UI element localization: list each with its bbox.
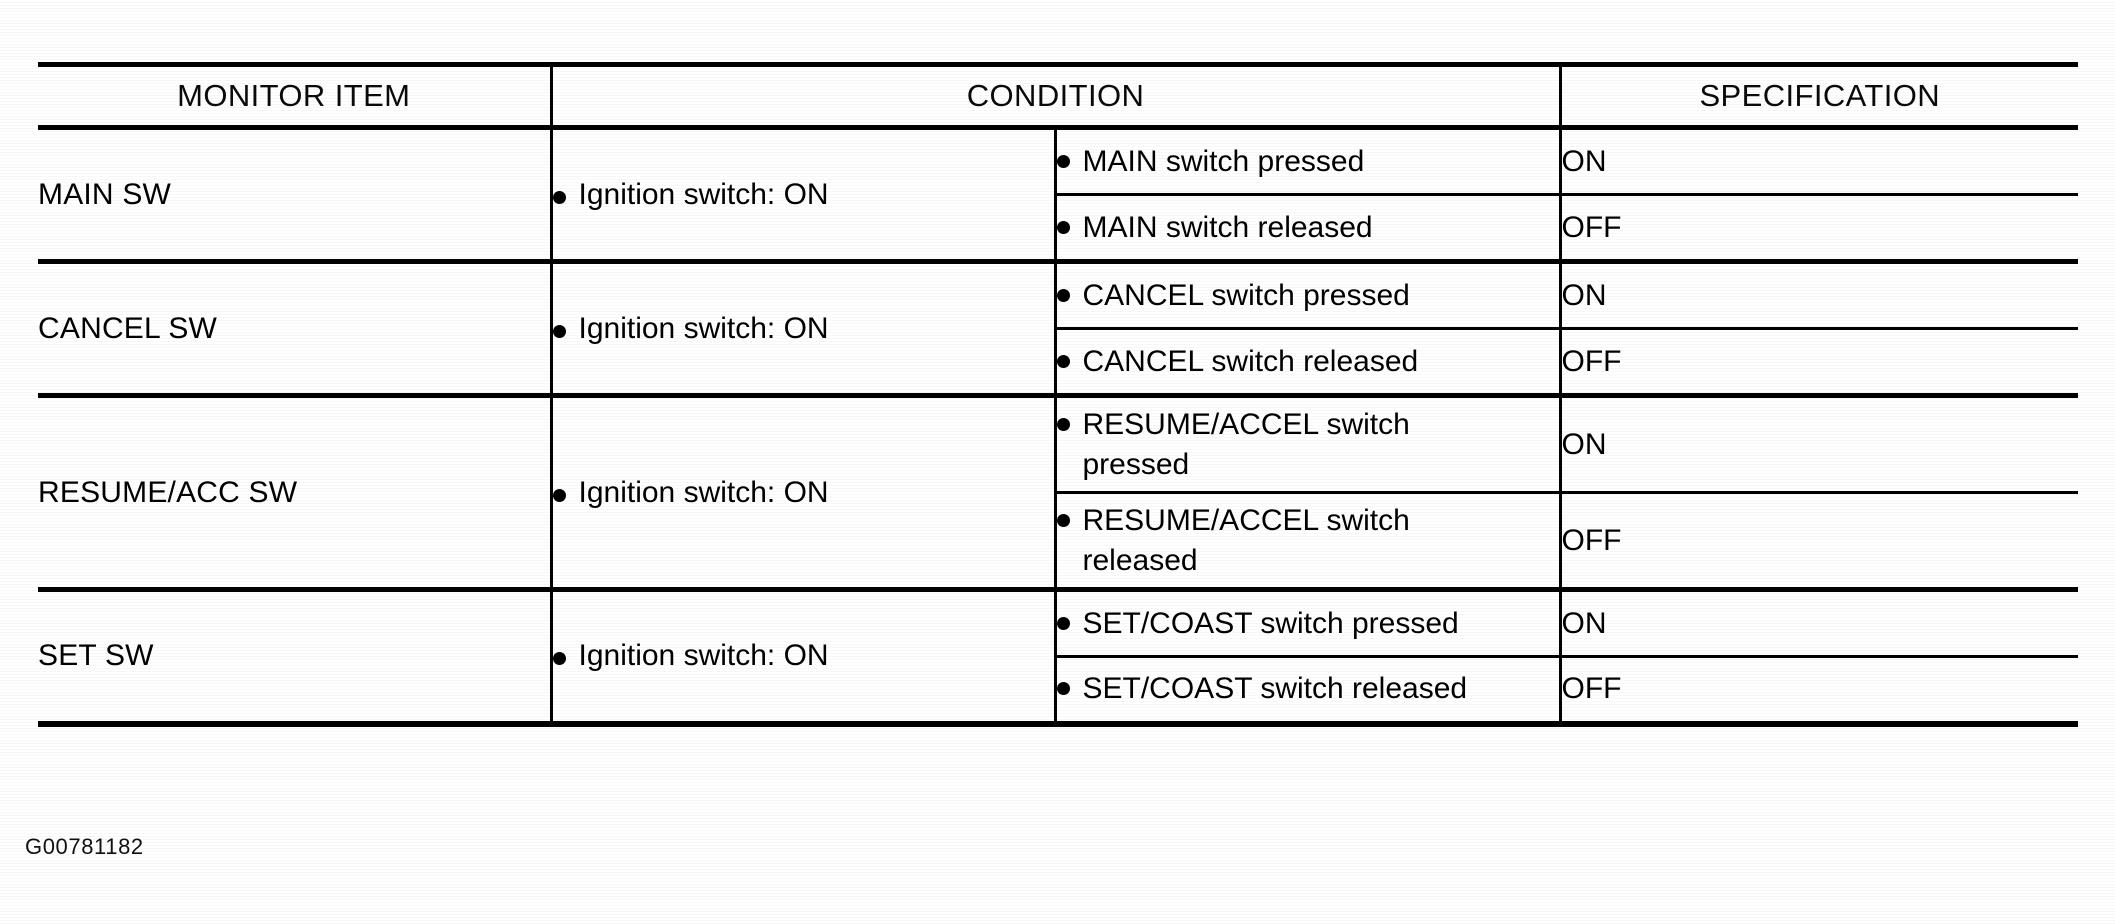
bullet-line: CANCEL switch released — [1056, 342, 1559, 382]
bullet-dot-icon — [1056, 682, 1070, 696]
cell-condition: Ignition switch: ON — [551, 261, 1057, 396]
cell-specification: ON — [1560, 261, 2079, 330]
bullet-dot-icon — [1056, 220, 1070, 234]
condition-text: Ignition switch: ON — [578, 311, 829, 345]
bullet-line: Ignition switch: ON — [552, 177, 1054, 212]
sub-condition-text: SET/COAST switch pressed — [1082, 606, 1459, 640]
condition-text: Ignition switch: ON — [578, 177, 829, 211]
sub-condition-text: MAIN switch pressed — [1082, 144, 1365, 178]
figure-caption: G00781182 — [25, 834, 144, 859]
sub-condition-text: RESUME/ACCEL switch released — [1082, 503, 1410, 577]
table-row: RESUME/ACC SW Ignition switch: ON RESUME… — [38, 395, 2079, 590]
bullet-line: RESUME/ACCEL switch released — [1056, 501, 1559, 580]
table-body: MAIN SW Ignition switch: ON MAIN switch … — [38, 127, 2079, 724]
bullet-line: CANCEL switch pressed — [1056, 276, 1559, 316]
bullet-line: MAIN switch released — [1056, 208, 1559, 248]
bullet-dot-icon — [552, 324, 566, 338]
bullet-line: Ignition switch: ON — [552, 639, 1054, 673]
cell-monitor-item: CANCEL SW — [38, 261, 553, 396]
sub-condition-text: CANCEL switch released — [1082, 344, 1419, 378]
bullet-dot-icon — [552, 190, 566, 204]
cell-specification: ON — [1560, 395, 2079, 494]
bullet-dot-icon — [552, 488, 566, 502]
cell-sub-condition: RESUME/ACCEL switch released — [1053, 492, 1562, 590]
table-row: CANCEL switch released OFF — [38, 328, 2079, 396]
cell-specification: ON — [1560, 589, 2079, 658]
cell-sub-condition: SET/COAST switch pressed — [1053, 589, 1562, 658]
cell-sub-condition: CANCEL switch pressed — [1053, 261, 1562, 330]
bullet-line: SET/COAST switch released — [1056, 669, 1559, 709]
sub-condition-text: CANCEL switch pressed — [1082, 278, 1410, 312]
table-row: SET SW Ignition switch: ON SET/COAST swi… — [38, 589, 2079, 724]
cell-specification: OFF — [1560, 656, 2079, 724]
bullet-line: Ignition switch: ON — [552, 311, 1054, 346]
table-header-row: MONITOR ITEM CONDITION SPECIFICATION — [38, 64, 2079, 128]
table-row: CANCEL SW Ignition switch: ON CANCEL swi… — [38, 261, 2079, 396]
bullet-line: SET/COAST switch pressed — [1056, 604, 1559, 644]
cell-sub-condition: MAIN switch pressed — [1053, 127, 1562, 196]
cell-specification: OFF — [1560, 328, 2079, 396]
cell-sub-condition: MAIN switch released — [1053, 194, 1562, 262]
bullet-dot-icon — [1056, 154, 1070, 168]
cell-condition: Ignition switch: ON — [551, 589, 1057, 724]
sub-condition-text: RESUME/ACCEL switch pressed — [1082, 407, 1410, 481]
bullet-line: MAIN switch pressed — [1056, 142, 1559, 182]
sub-condition-text: MAIN switch released — [1082, 210, 1373, 244]
cell-monitor-item: MAIN SW — [38, 127, 553, 262]
bullet-line: Ignition switch: ON — [552, 475, 1054, 510]
cell-condition: Ignition switch: ON — [551, 127, 1057, 262]
condition-text: Ignition switch: ON — [578, 639, 829, 673]
column-header-specification: SPECIFICATION — [1560, 64, 2079, 128]
cell-condition: Ignition switch: ON — [551, 395, 1057, 590]
cell-specification: OFF — [1560, 492, 2079, 590]
condition-text: Ignition switch: ON — [578, 475, 829, 509]
cell-specification: ON — [1560, 127, 2079, 196]
cell-specification: OFF — [1560, 194, 2079, 262]
table-header: MONITOR ITEM CONDITION SPECIFICATION — [38, 64, 2079, 128]
cell-sub-condition: CANCEL switch released — [1053, 328, 1562, 396]
bullet-dot-icon — [1056, 354, 1070, 368]
table-row: MAIN SW Ignition switch: ON MAIN switch … — [38, 127, 2079, 262]
cell-monitor-item: SET SW — [38, 589, 553, 724]
bullet-dot-icon — [552, 652, 566, 666]
bullet-line: RESUME/ACCEL switch pressed — [1056, 405, 1559, 484]
cell-monitor-item: RESUME/ACC SW — [38, 395, 553, 590]
table-row: SET/COAST switch released OFF — [38, 656, 2079, 724]
table-row: MAIN switch released OFF — [38, 194, 2079, 262]
bullet-dot-icon — [1056, 288, 1070, 302]
column-header-monitor-item: MONITOR ITEM — [38, 64, 553, 128]
monitor-specification-table: MONITOR ITEM CONDITION SPECIFICATION MAI… — [38, 62, 2079, 727]
table-row: RESUME/ACCEL switch released OFF — [38, 492, 2079, 590]
bullet-dot-icon — [1056, 616, 1070, 630]
bullet-dot-icon — [1056, 513, 1070, 527]
bullet-dot-icon — [1056, 417, 1070, 431]
cell-sub-condition: SET/COAST switch released — [1053, 656, 1562, 724]
column-header-condition: CONDITION — [551, 64, 1562, 128]
cell-sub-condition: RESUME/ACCEL switch pressed — [1053, 395, 1562, 494]
sub-condition-text: SET/COAST switch released — [1082, 672, 1468, 706]
